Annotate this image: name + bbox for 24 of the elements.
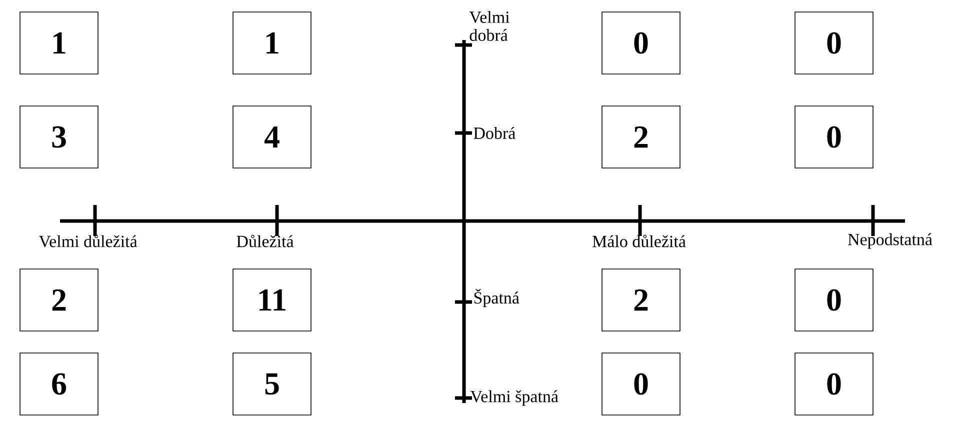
value-box: 0 (602, 352, 680, 416)
axis-label: Velmi dobrá (469, 11, 510, 41)
value-box: 4 (232, 106, 312, 168)
value-box: 3 (20, 106, 98, 168)
axis-label: Důležitá (236, 234, 294, 248)
value-box: 5 (232, 352, 312, 416)
axis-label: Velmi důležitá (38, 234, 138, 248)
value-box: 0 (794, 12, 874, 74)
value-box: 0 (794, 106, 874, 168)
value-box: 0 (794, 268, 874, 332)
value-box: 0 (794, 352, 874, 416)
axis-label: Dobrá (474, 127, 516, 139)
axis-label: Málo důležitá (592, 234, 686, 248)
value-box: 2 (602, 106, 680, 168)
value-box: 2 (20, 268, 98, 332)
axis-label: Velmi špatná (470, 390, 558, 406)
value-box: 0 (602, 12, 680, 74)
axis-label: Špatná (474, 288, 520, 308)
value-box: 2 (602, 268, 680, 332)
value-box: 11 (232, 268, 312, 332)
value-box: 6 (20, 352, 98, 416)
axis-label: Nepodstatná (848, 233, 932, 249)
value-box: 1 (232, 12, 312, 74)
value-box: 1 (20, 12, 98, 74)
